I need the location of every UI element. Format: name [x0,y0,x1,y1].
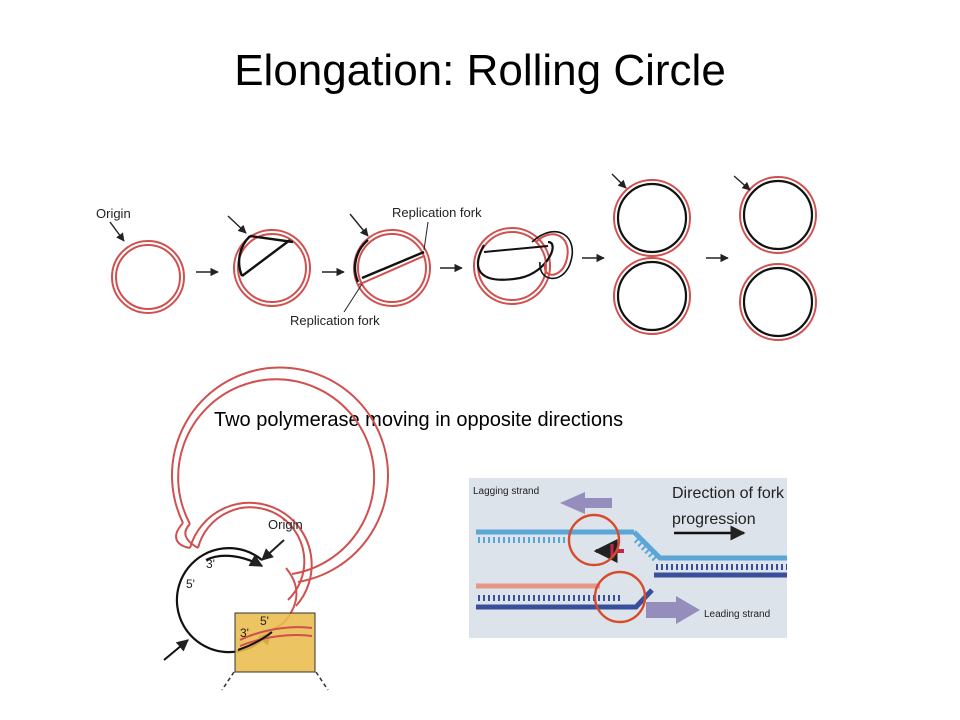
lagging-strand-label: Lagging strand [473,486,539,497]
end-3-bottom-label: 3' [240,626,249,640]
fork-highlight-lower [593,570,647,624]
stage-3-origin-pointer [349,213,369,237]
lagging-direction-arrow [560,492,612,514]
caption: Two polymerase moving in opposite direct… [214,409,624,431]
origin-label-top: Origin [96,206,131,221]
fork-highlight-upper [567,513,621,567]
direction-label-line-2: progression [672,511,756,528]
origin-label-bottom: Origin [268,517,303,532]
fork-progression-panel: Lagging strand Leading strand Direction … [469,478,787,638]
stage-2-origin-pointer [227,215,247,234]
direction-label-line-1: Direction of fork [672,485,785,502]
stage-5-figure-eight [613,179,691,335]
stage-5-origin-pointer [611,173,627,189]
leading-strand-label: Leading strand [704,609,770,620]
end-3-top-label: 3' [206,557,215,571]
slide-title: Elongation: Rolling Circle [234,46,726,95]
origin-pointer [109,221,125,242]
stage-2-circle [233,229,311,307]
replication-fork-label-bottom: Replication fork [290,313,380,328]
rolling-circle-diagram: Origin 3' 5' 5' 3' [163,366,389,691]
fork-pointer-bottom [343,283,363,313]
replication-fork-label-top: Replication fork [392,205,482,220]
dashed-tail-right [315,671,329,691]
stage-6-daughter-circles [739,176,817,341]
stage-4-circle [473,227,573,305]
leading-direction-arrow [646,596,700,624]
stage-3-circle [353,229,431,307]
new-strand-top [205,554,264,567]
end-5-left-label: 5' [186,577,195,591]
origin-pointer-bottom [261,539,285,561]
stage-6-origin-pointer [733,175,751,191]
dashed-tail-left [221,671,235,691]
entry-pointer [163,639,189,661]
fork-pointer-top [423,221,429,251]
stage-1-circle [111,240,185,314]
top-replication-sequence: Origin Replication fork Replication fork [96,173,817,341]
end-5-right-label: 5' [260,614,269,628]
